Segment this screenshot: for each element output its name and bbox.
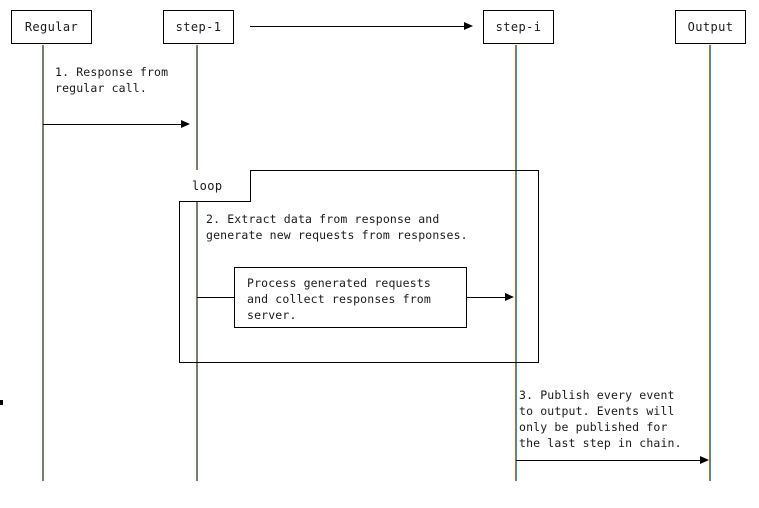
message-label-response-from-regular: 1. Response from regular call. <box>55 65 169 95</box>
lifeline-output <box>709 45 711 481</box>
message-arrowhead-response-from-regular <box>181 120 190 128</box>
fragment-loop[interactable] <box>179 170 539 363</box>
participant-label-regular: Regular <box>24 20 79 34</box>
message-line-process-left <box>197 297 235 298</box>
participant-box-output[interactable]: Output <box>675 10 746 44</box>
lifeline-regular <box>42 45 44 481</box>
participant-box-regular[interactable]: Regular <box>11 10 92 44</box>
message-line-process-right <box>467 297 506 298</box>
message-arrowhead-publish-every-event <box>700 456 709 464</box>
message-arrowhead-process-generated-requests <box>505 293 514 301</box>
message-line-ellipsis-arrow <box>250 26 465 27</box>
participant-label-step-1: step-1 <box>175 20 222 34</box>
message-label-extract-data: 2. Extract data from response and genera… <box>206 212 468 242</box>
message-line-response-from-regular <box>43 124 182 125</box>
participant-label-step-i: step-i <box>495 20 542 34</box>
lifeline-step-i <box>515 45 517 481</box>
note-box-process-generated-requests: Process generated requests and collect r… <box>234 267 467 328</box>
message-arrowhead-ellipsis-arrow <box>464 22 473 30</box>
edge-artifact-mark <box>0 400 3 405</box>
message-label-publish-every-event: 3. Publish every event to output. Events… <box>519 388 682 450</box>
participant-box-step-i[interactable]: step-i <box>483 10 554 44</box>
message-line-publish-every-event <box>516 460 701 461</box>
fragment-loop-label: loop <box>192 178 223 193</box>
lifeline-step-1 <box>196 45 198 481</box>
participant-label-output: Output <box>687 20 734 34</box>
fragment-loop-label-box: loop <box>179 170 251 202</box>
participant-box-step-1[interactable]: step-1 <box>163 10 234 44</box>
